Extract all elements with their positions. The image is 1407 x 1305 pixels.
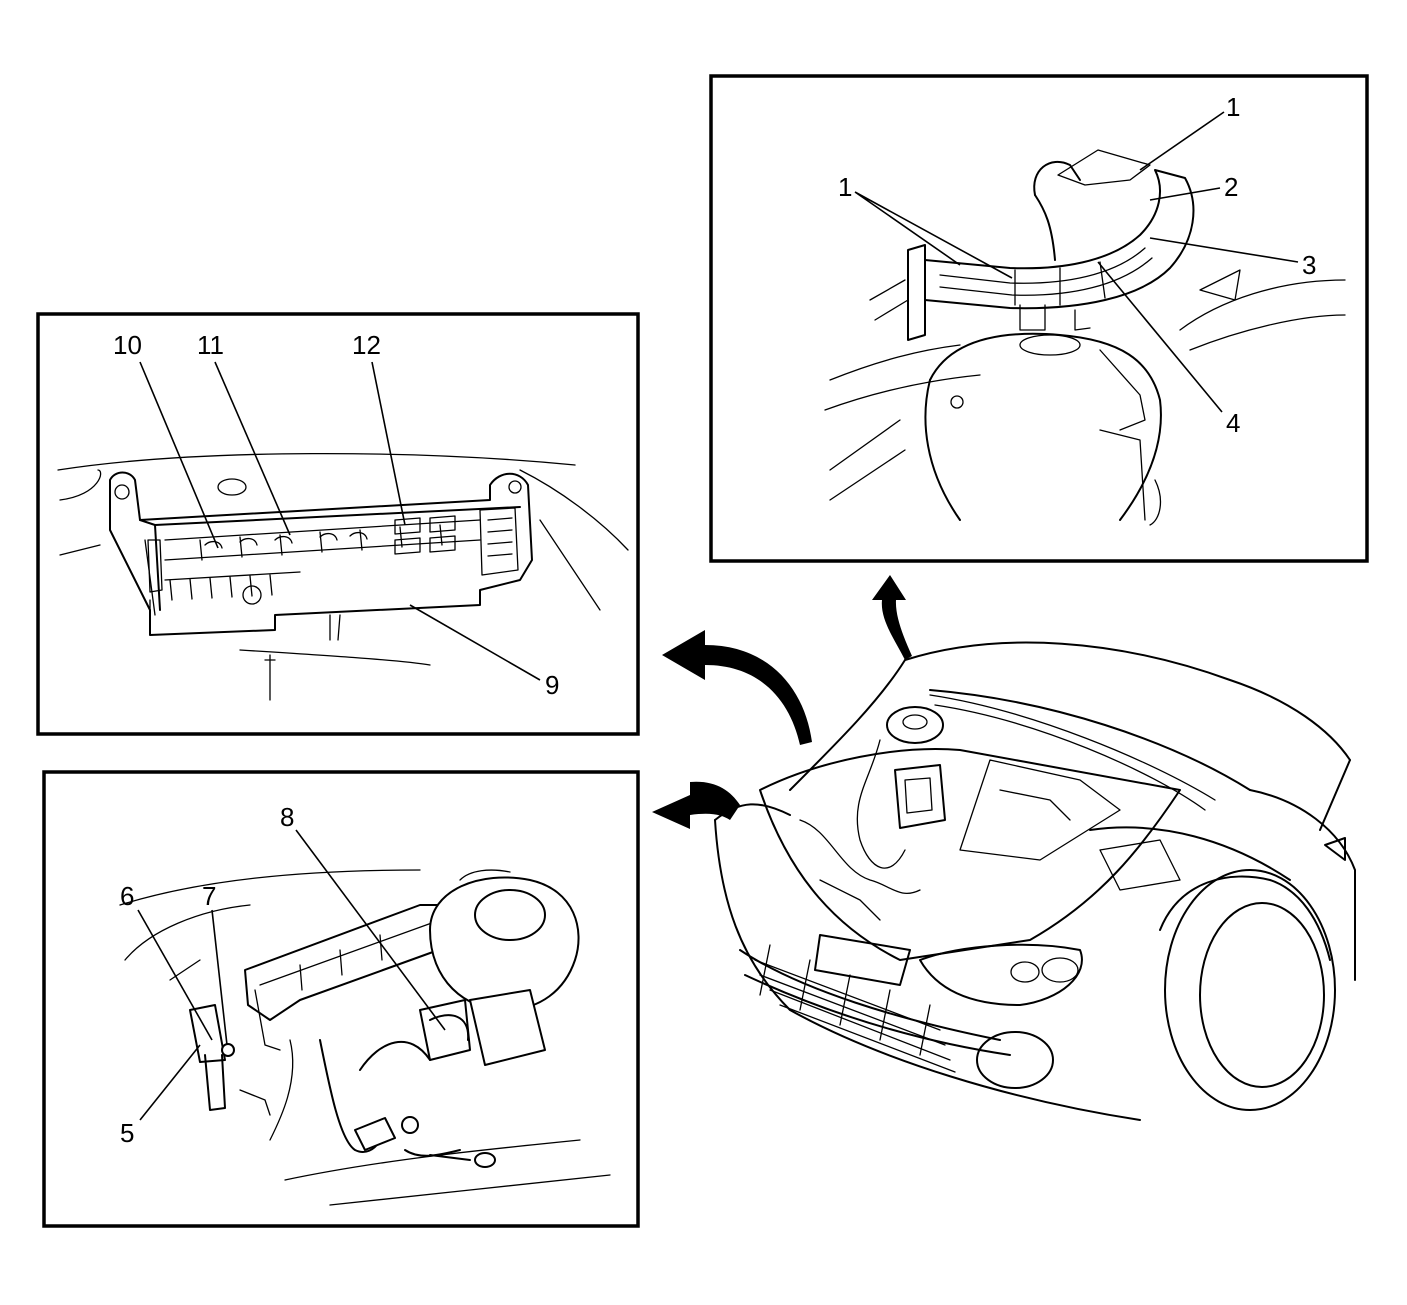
callout-4: 4 <box>1226 408 1240 438</box>
inset-fuse-block-view <box>36 312 640 736</box>
inset-strut-tower-view <box>709 74 1369 563</box>
callouts-strut-view: 1 2 3 4 1 <box>838 92 1316 438</box>
callout-10: 10 <box>113 330 142 360</box>
callouts-fuse-block-view: 10 11 12 9 <box>113 330 559 700</box>
callouts-ground-view: 8 6 7 5 <box>120 802 446 1148</box>
callout-9: 9 <box>545 670 559 700</box>
view-arrows <box>652 575 912 829</box>
callout-8: 8 <box>280 802 294 832</box>
callout-5: 5 <box>120 1118 134 1148</box>
callout-1-top: 1 <box>1226 92 1240 122</box>
arrow-to-lower-left-view <box>652 781 740 829</box>
callout-12: 12 <box>352 330 381 360</box>
inset-ground-connection-view <box>42 770 640 1228</box>
callout-2: 2 <box>1224 172 1238 202</box>
vehicle-front-view <box>714 641 1356 1121</box>
arrow-to-fuse-block-view <box>662 630 812 745</box>
callout-3: 3 <box>1302 250 1316 280</box>
callout-6: 6 <box>120 881 134 911</box>
arrow-to-top-right-view <box>872 575 912 660</box>
callout-11: 11 <box>197 330 224 360</box>
callout-7: 7 <box>202 881 216 911</box>
callout-1-left: 1 <box>838 172 852 202</box>
